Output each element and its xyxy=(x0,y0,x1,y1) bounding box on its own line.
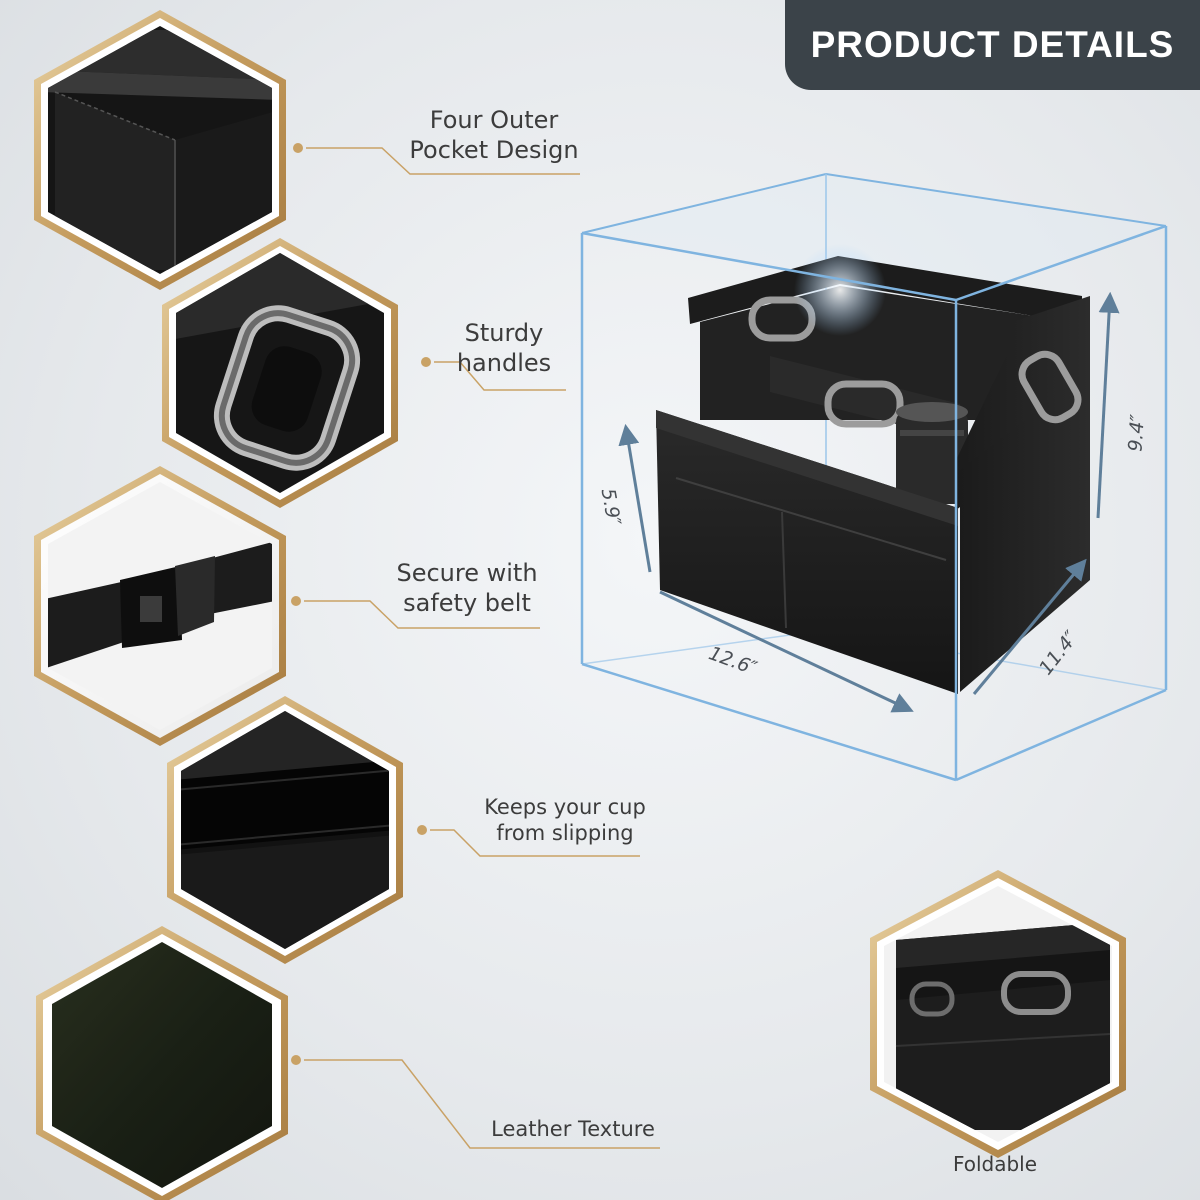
feature-line: handles xyxy=(456,349,552,377)
feature-line: Keeps your cup xyxy=(484,795,646,819)
pocket-closeup-icon xyxy=(34,10,286,290)
cup-connector xyxy=(417,825,640,857)
feature-label-handles: Sturdy handles xyxy=(444,318,564,378)
product-details-banner: PRODUCT DETAILS xyxy=(785,0,1200,90)
feature-line: Pocket Design xyxy=(409,136,579,164)
folded-organizer-icon xyxy=(870,870,1126,1158)
elastic-strap-closeup-icon xyxy=(167,696,403,964)
feature-label-leather: Leather Texture xyxy=(480,1116,666,1142)
feature-line: Four Outer xyxy=(429,106,559,134)
feature-line: Sturdy xyxy=(464,319,544,347)
handle-closeup-icon xyxy=(162,238,398,508)
feature-label-pocket: Four Outer Pocket Design xyxy=(404,105,584,165)
leather-connector xyxy=(291,1055,660,1149)
feature-line: Leather Texture xyxy=(491,1117,655,1141)
feature-label-belt: Secure with safety belt xyxy=(382,558,552,618)
feature-line: from slipping xyxy=(496,821,634,846)
feature-line: Secure with xyxy=(396,559,538,587)
dimension-arrows xyxy=(618,291,1120,713)
leather-texture-icon xyxy=(36,926,288,1200)
feature-label-cup: Keeps your cup from slipping xyxy=(470,794,660,847)
dimension-height-back: 9.4″ xyxy=(1124,413,1149,453)
product-dimension-box xyxy=(580,173,1168,782)
feature-line: safety belt xyxy=(403,589,531,617)
buckle-closeup-icon xyxy=(34,466,286,746)
foldable-label: Foldable xyxy=(952,1152,1038,1176)
handles-connector xyxy=(421,357,566,391)
belt-connector xyxy=(291,596,540,629)
banner-title: PRODUCT DETAILS xyxy=(810,24,1175,65)
pocket-connector xyxy=(293,143,580,175)
